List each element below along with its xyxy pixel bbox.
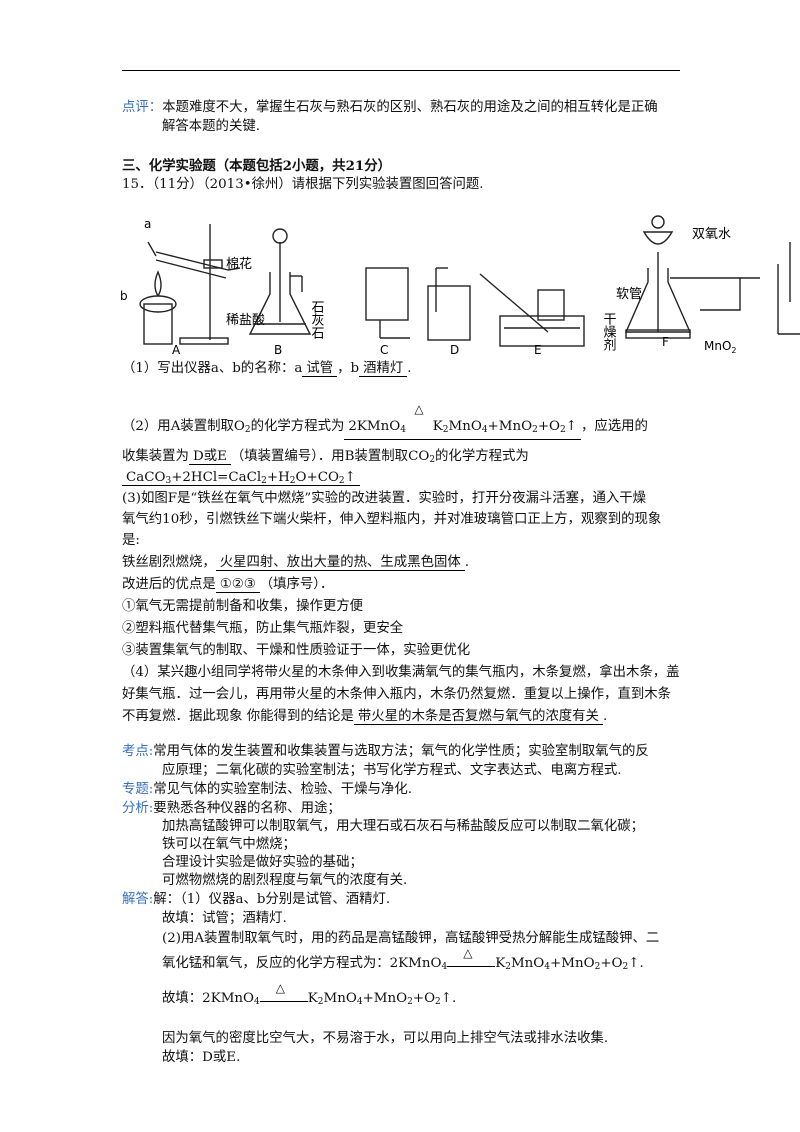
jieda-line6: 因为氧气的密度比空气大，不易溶于水，可以用向上排空气法或排水法收集. [162,1031,609,1046]
label-D: D [450,343,459,357]
fenxi-line2: 加热高锰酸钾可以制取氧气，用大理石或石灰石与稀盐酸反应可以制取二氧化碳； [162,819,645,834]
q3-line2: 氧气约10秒，引燃铁丝下端火柴杆，伸入塑料瓶内，并对准玻璃管口正上方，观察到的现… [122,512,662,527]
q3-line3: 是: [122,533,140,548]
jieda-line1: 解答:解：（1）仪器a、b分别是试管、酒精灯. [122,892,391,907]
fenxi-line3: 铁可以在氧气中燃烧； [162,837,296,852]
kaodian-line1: 考点:常用气体的发生装置和收集装置与选取方法；氧气的化学性质；实验室制取氧气的反 [122,744,649,759]
question-15: 15．（11分）（2013•徐州）请根据下列实验装置图回答问题. [122,177,484,192]
label-a: a [144,217,151,231]
label-C: C [380,343,388,357]
label-F: F [662,335,669,349]
jieda-line3: (2)用A装置制取氧气时，用的药品是高锰酸钾，高锰酸钾受热分解能生成锰酸钾、二 [162,931,660,946]
label-E: E [534,343,542,357]
jieda-line2: 故填：试管；酒精灯. [162,911,287,926]
q4-line1: （4）某兴趣小组同学将带火星的木条伸入到收集满氧气的集气瓶内，木条复燃，拿出木条… [122,665,680,680]
label-b: b [120,289,128,303]
q2-equation-co2: CaCO3+2HCl=CaCl2+H2O+CO2↑ [122,469,360,490]
answer-conclusion: 带火星的木条是否复燃与氧气的浓度有关 [353,709,603,725]
answer-advantage: ①②③ [215,577,260,593]
apparatus-figure: a b 棉花 稀盐酸 石灰石 双氧水 软管 干燥剂 MnO2 A B C D E… [120,215,800,357]
section-heading: 三、化学实验题（本题包括2小题，共21分） [122,158,391,174]
q3-option3: ③装置集氧气的制取、干燥和性质验证于一体，实验更优化 [122,643,471,658]
fenxi-line4: 合理设计实验是做好实验的基础； [162,855,363,870]
q4-line3: 不再复燃．据此现象 你能得到的结论是带火星的木条是否复燃与氧气的浓度有关. [122,709,608,725]
fenxi-line1: 分析:要熟悉各种仪器的名称、用途； [122,801,341,816]
label-drier: 干燥剂 [601,312,617,351]
label-h2o2: 双氧水 [692,227,731,242]
q3-phenomenon-line: 铁丝剧烈燃烧，火星四射、放出大量的热、生成黑色固体. [122,555,470,571]
label-mno2: MnO2 [704,339,737,355]
q4-line2: 好集气瓶．过一会儿，再用带火星的木条伸入瓶内，木条仍然复燃．重复以上操作，直到木… [122,687,672,702]
q3-option1: ①氧气无需提前制备和收集，操作更方便 [122,599,364,614]
equation-kmno4: 2KMnO4△ K2MnO4+MnO2+O2↑ [344,402,581,440]
comment-line2: 解答本题的关键. [162,119,260,134]
zhuanti-line: 专题:常见气体的实验室制法、检验、干燥与净化. [122,782,412,797]
label-dilute-hcl: 稀盐酸 [226,313,265,328]
label-limestone: 石灰石 [309,300,325,339]
kaodian-line2: 应原理；二氧化碳的实验室制法；书写化学方程式、文字表达式、电离方程式. [162,763,622,778]
label-cotton: 棉花 [226,256,252,272]
label-A: A [172,343,181,357]
label-soft-tube: 软管 [616,287,642,302]
jieda-line5: 故填：2KMnO4△K2MnO4+MnO2+O2↑. [162,981,457,1007]
answer-a: 试管 [302,361,338,377]
comment-line1: 点评：本题难度不大，掌握生石灰与熟石灰的区别、熟石灰的用途及之间的相互转化是正确 [122,100,658,115]
jieda-line4: 氧化锰和氧气，反应的化学方程式为：2KMnO4△K2MnO4+MnO2+O2↑. [162,946,644,972]
q3-line1: (3)如图F是“铁丝在氧气中燃烧”实验的改进装置．实验时，打开分夜漏斗活塞，通入… [122,491,647,506]
answer-phenomenon: 火星四射、放出大量的热、生成黑色固体 [215,555,465,571]
label-B: B [274,343,282,357]
header-rule [122,70,680,71]
answer-collect: D或E [188,449,231,465]
answer-b: 酒精灯 [359,361,408,377]
comment-tag: 点评： [122,100,163,115]
fenxi-line5: 可燃物燃烧的剧烈程度与氧气的浓度有关. [162,873,408,888]
q3-option2: ②塑料瓶代替集气瓶，防止集气瓶炸裂，更安全 [122,621,404,636]
jieda-line7: 故填：D或E. [162,1050,241,1065]
